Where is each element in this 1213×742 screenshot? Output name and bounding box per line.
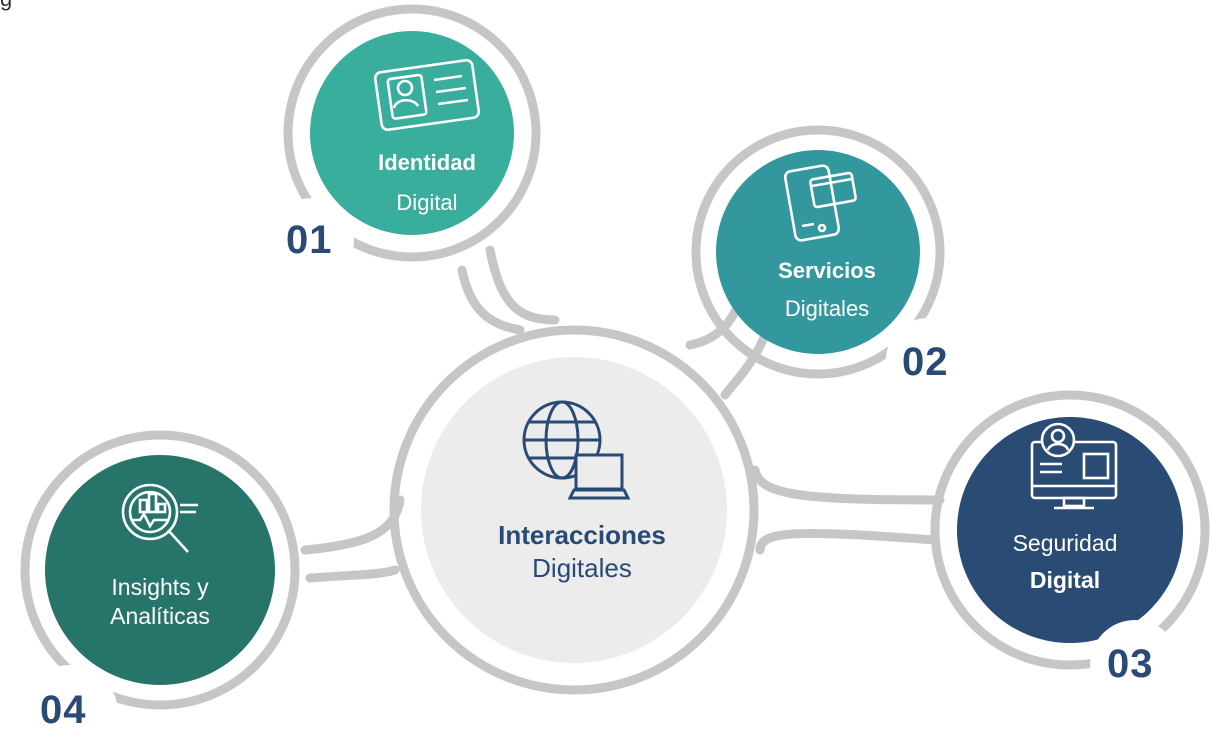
center-circle [421, 357, 727, 663]
ring-03 [930, 390, 1210, 670]
node-subtitle-03: Digital [1029, 567, 1101, 593]
mobile-card-icon [783, 164, 857, 242]
center-label: Interacciones Digitales [474, 520, 690, 584]
ring-02 [691, 125, 945, 379]
rings [20, 4, 1210, 710]
header-fragment: g [0, 0, 12, 12]
connector-04 [300, 495, 405, 555]
node-number-01: 01 [286, 218, 333, 262]
node-subtitle-01: Digital [396, 190, 458, 215]
ring-04 [20, 430, 300, 710]
node-label-02: Servicios Digitales [752, 258, 902, 322]
connector-03 [750, 465, 945, 505]
node-number-04: 04 [40, 688, 87, 732]
node-subtitle-04: Analíticas [110, 603, 210, 629]
connector-04b [305, 565, 400, 583]
analytics-magnifier-icon [121, 483, 198, 553]
id-card-icon [373, 58, 481, 132]
number-notch-01 [270, 198, 354, 282]
node-title-04: Insights y [111, 574, 209, 600]
center-subtitle: Digitales [532, 553, 632, 583]
node-subtitle-02: Digitales [784, 296, 870, 321]
number-notch-03 [1090, 620, 1180, 710]
node-title-01: Identidad [378, 150, 476, 175]
node-circle-01 [310, 31, 514, 235]
user-monitor-icon [1030, 422, 1118, 510]
node-title-03: Seguridad [1012, 530, 1118, 556]
ring-01 [283, 4, 541, 262]
node-circle-02 [716, 150, 920, 354]
node-circle-03 [957, 417, 1183, 643]
connector-01b [485, 245, 560, 325]
center-title: Interacciones [498, 520, 666, 550]
node-number-03: 03 [1107, 642, 1154, 686]
node-label-03: Seguridad Digital [990, 530, 1140, 594]
connector-01 [457, 265, 525, 335]
node-circle-04 [45, 455, 275, 685]
globe-laptop-icon [522, 400, 631, 500]
node-label-01: Identidad Digital [357, 150, 497, 216]
number-notch-02 [886, 318, 970, 402]
node-label-04: Insights y Analíticas [80, 574, 240, 630]
node-title-02: Servicios [778, 258, 876, 283]
connector-03b [755, 528, 940, 555]
ring-center [389, 325, 759, 695]
number-notch-04 [22, 665, 118, 742]
node-number-02: 02 [902, 340, 949, 384]
